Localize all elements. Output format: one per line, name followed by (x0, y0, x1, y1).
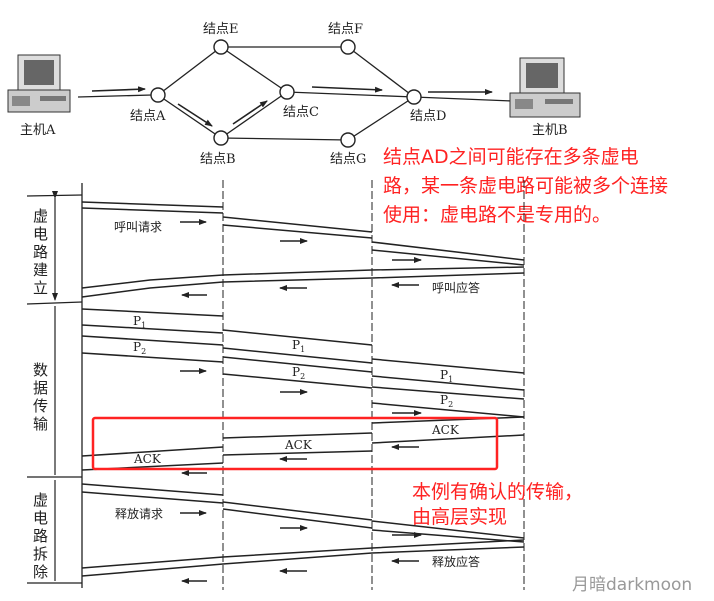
host-a-label: 主机A (20, 123, 56, 138)
packet-p2-label: P2 (440, 393, 453, 409)
watermark: 月暗darkmoon (572, 575, 692, 595)
call-reply-bands (81, 266, 525, 298)
phase-transfer-label: 数据传输 (31, 362, 49, 434)
release-reply-bands (81, 539, 525, 577)
annotation-line: 本例有确认的传输， (412, 481, 583, 503)
node-f-label: 结点F (328, 22, 363, 37)
annotation-ack-transfer: 本例有确认的传输， 由高层实现 (412, 481, 583, 528)
packet-p2-label: P2 (292, 365, 305, 381)
host-b-label: 主机B (532, 123, 568, 138)
node-f (340, 39, 356, 55)
release-reply-label: 释放应答 (432, 554, 480, 569)
call-reply-label: 呼叫应答 (432, 280, 480, 295)
phase-teardown-label: 虚电路拆除 (31, 492, 49, 582)
packet-labels: P1 P2 P1 P2 P1 P2 (133, 314, 453, 409)
annotation-multiple-vcs: 结点AD之间可能存在多条虚电 路，某一条虚电路可能被多个连接 使用：虚电路不是专… (383, 146, 668, 226)
node-d-label: 结点D (410, 109, 446, 124)
annotation-line: 路，某一条虚电路可能被多个连接 (383, 175, 668, 197)
node-e-label: 结点E (203, 22, 239, 37)
release-request-label: 释放请求 (115, 506, 163, 521)
phase-dividers (26, 191, 83, 584)
node-g-label: 结点G (330, 152, 366, 167)
packet-p1-label: P1 (292, 338, 305, 354)
packet-p2-label: P2 (133, 340, 146, 356)
network-links (77, 46, 513, 141)
node-a-label: 结点A (130, 109, 166, 124)
node-c-label: 结点C (283, 105, 319, 120)
node-d (406, 89, 422, 105)
node-c (279, 84, 295, 100)
annotation-line: 使用：虚电路不是专用的。 (383, 204, 611, 226)
ack-label: ACK (284, 438, 313, 452)
host-a-computer-icon (7, 54, 71, 113)
node-b (213, 130, 229, 146)
node-e (213, 39, 229, 55)
call-request-bands (81, 201, 525, 266)
packet-p1-label: P1 (133, 314, 146, 330)
node-g (340, 132, 356, 148)
host-b-computer-icon (509, 57, 581, 118)
annotation-line: 由高层实现 (412, 506, 507, 528)
release-request-bands (81, 483, 525, 543)
ack-label: ACK (431, 423, 460, 437)
data-packet-bands (81, 308, 525, 418)
annotation-line: 结点AD之间可能存在多条虚电 (383, 146, 639, 168)
call-request-label: 呼叫请求 (114, 220, 162, 234)
node-b-label: 结点B (200, 152, 236, 167)
ack-label: ACK (133, 452, 162, 466)
ack-highlight-box (91, 416, 499, 471)
node-a (150, 87, 166, 103)
packet-p1-label: P1 (440, 368, 453, 384)
phase-setup-label: 虚电路建立 (31, 208, 49, 298)
path-arrows (91, 86, 493, 127)
network-topology: 结点A 结点E 结点B 结点C 结点F 结点G 结点D 主机A 主机B (7, 22, 581, 167)
timing-diagram: 虚电路建立 数据传输 虚电路拆除 呼叫请求 呼叫应答 (26, 180, 525, 590)
